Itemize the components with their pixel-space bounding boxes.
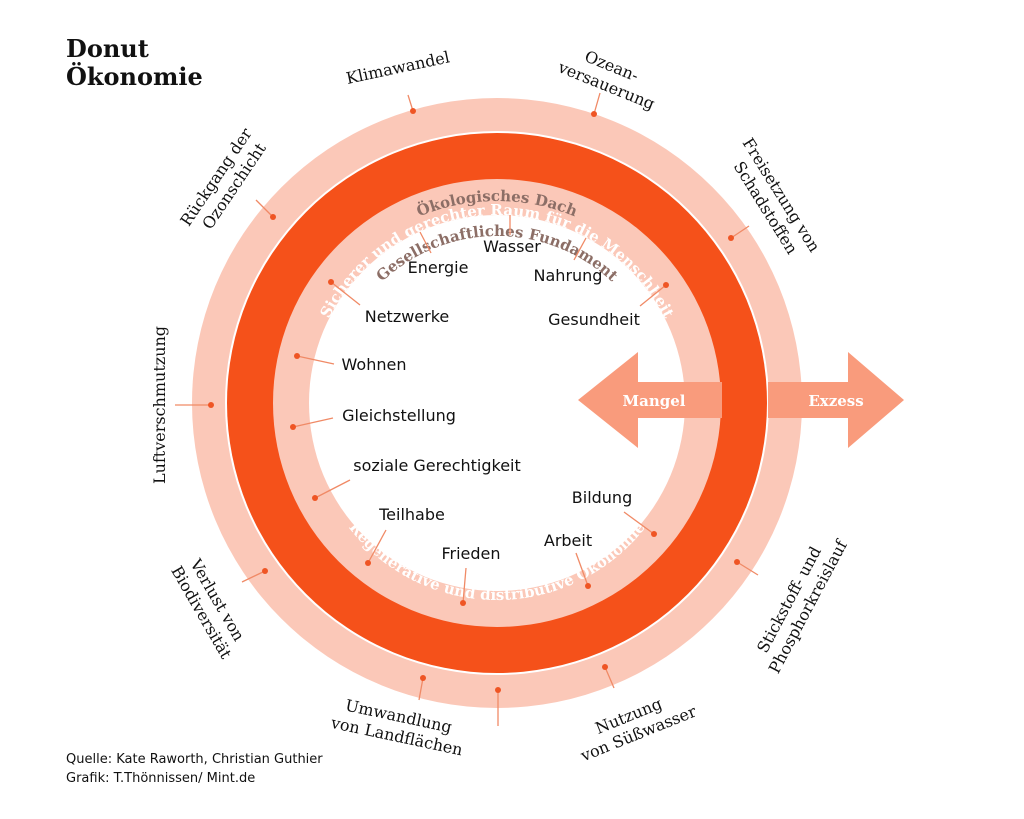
dot-bildung — [651, 531, 657, 537]
leader-schadstoffe — [730, 225, 750, 239]
core-area — [309, 215, 685, 591]
foundation-teilhabe: Teilhabe — [378, 505, 445, 524]
dot-frieden — [460, 600, 466, 606]
page-title-line-1: Donut — [66, 34, 149, 63]
foundation-bildung: Bildung — [572, 488, 632, 507]
foundation-wasser: Wasser — [483, 237, 541, 256]
leader-lines — [175, 92, 759, 726]
page-title-line-2: Ökonomie — [66, 62, 203, 91]
leader-gesundheit — [639, 284, 667, 307]
limit-suesswasser: Nutzung von Süßwasser — [570, 683, 700, 766]
leader-bildung — [623, 511, 655, 535]
leader-ozonschicht — [255, 199, 274, 218]
leader-wohnen — [296, 355, 335, 365]
dot-landflaechen-b — [420, 675, 426, 681]
shortfall-label: Mangel — [623, 392, 686, 410]
foundation-energie: Energie — [408, 258, 469, 277]
leader-ozeanversauerung — [593, 92, 601, 115]
dot-landflaechen-a — [495, 687, 501, 693]
marker-dots — [208, 108, 740, 693]
leader-netzwerke — [330, 281, 361, 306]
dot-klimawandel — [410, 108, 416, 114]
foundation-soziale-gerechtigkeit: soziale Gerechtigkeit — [353, 456, 521, 475]
foundation-frieden: Frieden — [441, 544, 500, 563]
overshoot-label: Exzess — [808, 392, 863, 410]
dot-arbeit — [585, 583, 591, 589]
foundation-arbeit: Arbeit — [544, 531, 592, 550]
leader-soziale-gerechtigkeit — [314, 479, 351, 499]
leader-stickstoff — [736, 561, 759, 576]
dot-gesundheit — [663, 282, 669, 288]
limit-klimawandel-line-1: Klimawandel — [344, 47, 451, 87]
foundation-wohnen: Wohnen — [342, 355, 407, 374]
dot-wohnen — [294, 353, 300, 359]
leader-landflaechen-b — [418, 677, 424, 701]
limit-luftverschmutzung: Luftverschmutzung — [150, 326, 169, 484]
leader-energie — [419, 231, 432, 254]
limit-klimawandel: Klimawandel — [344, 47, 451, 87]
leader-nahrung — [573, 237, 587, 261]
dot-schadstoffe — [728, 235, 734, 241]
dot-ozeanversauerung — [591, 111, 597, 117]
leader-suesswasser — [604, 666, 615, 689]
foundation-netzwerke: Netzwerke — [365, 307, 450, 326]
leader-frieden — [462, 567, 467, 604]
limit-luftverschmutzung-line-1: Luftverschmutzung — [150, 326, 169, 484]
leader-biodiversitaet — [241, 570, 266, 583]
dot-suesswasser — [602, 664, 608, 670]
dot-netzwerke — [328, 279, 334, 285]
foundation-nahrung: Nahrung — [534, 266, 603, 285]
dot-biodiversitaet — [262, 568, 268, 574]
shortfall-arrow — [578, 352, 722, 448]
credit-graphic: Grafik: T.Thönnissen/ Mint.de — [66, 771, 256, 786]
overshoot-arrow — [768, 352, 904, 448]
limit-ozeanversauerung: Ozean- versauerung — [555, 39, 665, 114]
dot-soziale-gerechtigkeit — [312, 495, 318, 501]
leader-gleichstellung — [292, 417, 334, 428]
dot-teilhabe — [365, 560, 371, 566]
dot-ozonschicht — [270, 214, 276, 220]
credit-source: Quelle: Kate Raworth, Christian Guthier — [66, 752, 323, 767]
limit-biodiversitaet: Verlust von Biodiversität — [167, 553, 253, 663]
leader-teilhabe — [367, 529, 387, 564]
dot-luftverschmutzung — [208, 402, 214, 408]
foundation-gesundheit: Gesundheit — [548, 310, 640, 329]
foundation-gleichstellung: Gleichstellung — [342, 406, 456, 425]
dot-gleichstellung — [290, 424, 296, 430]
dot-stickstoff — [734, 559, 740, 565]
leader-arbeit — [575, 552, 589, 587]
